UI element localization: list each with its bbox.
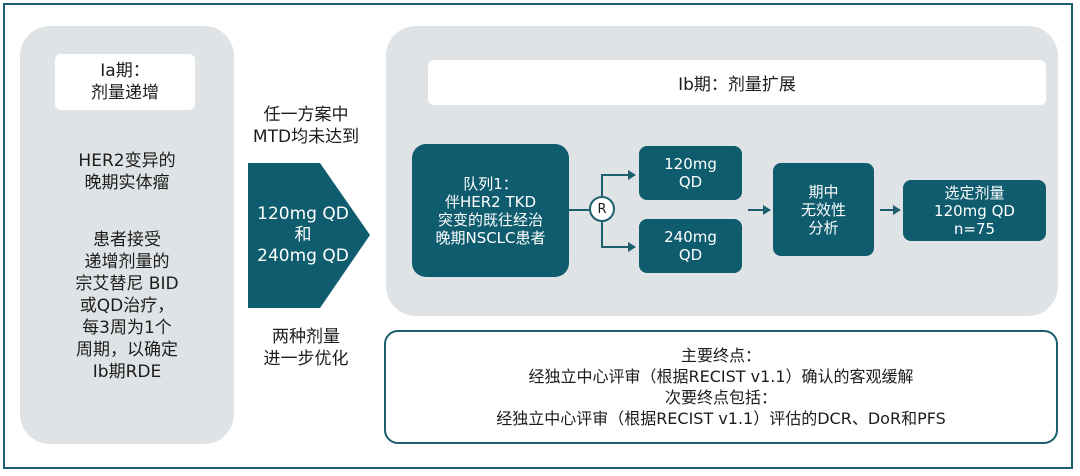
primary-endpoint-text: 经独立中心评审（根据RECIST v1.1）确认的客观缓解: [528, 367, 914, 386]
selected-line: 选定剂量: [944, 183, 1005, 202]
branch-arm2-line: [601, 246, 629, 248]
treatment-line: 患者接受: [93, 230, 161, 250]
randomize-circle: R: [589, 196, 615, 222]
transition-top-line: MTD均未达到: [252, 127, 360, 147]
cohort-line: 突变的既往经治: [437, 210, 543, 229]
arrowhead-selected: [893, 204, 901, 215]
treatment-line: 宗艾替尼 BID: [75, 274, 179, 294]
cohort-box: 队列1： 伴HER2 TKD 突变的既往经治 晚期NSCLC患者: [412, 144, 569, 277]
arrowhead-arm1: [628, 169, 636, 180]
population-line: 晚期实体瘤: [84, 173, 170, 193]
secondary-endpoint-text: 经独立中心评审（根据RECIST v1.1）评估的DCR、DoR和PFS: [496, 409, 946, 428]
phase-ia-title-box: Ia期： 剂量递增: [55, 54, 195, 110]
interim-analysis-box: 期中 无效性 分析: [773, 163, 874, 256]
interim-line: 期中: [808, 182, 839, 201]
treatment-line: 周期，以确定: [76, 340, 178, 360]
transition-top-line: 任一方案中: [263, 105, 349, 125]
phase-ia-title-line: 剂量递增: [91, 83, 159, 103]
arm2-line: QD: [678, 246, 703, 264]
arm2-line: 240mg: [664, 228, 717, 246]
transition-bottom-line: 进一步优化: [263, 349, 349, 369]
dose-arrow-line: 240mg QD: [257, 246, 349, 266]
dose-arrow-shape: [248, 163, 370, 308]
diagram-frame: [3, 3, 1073, 469]
endpoints-box: 主要终点： 经独立中心评审（根据RECIST v1.1）确认的客观缓解 次要终点…: [384, 330, 1058, 444]
transition-top-text: 任一方案中 MTD均未达到: [236, 104, 376, 148]
dose-arrow-line: 和: [294, 225, 312, 245]
arm-240mg-box: 240mg QD: [639, 219, 742, 273]
arm1-line: QD: [678, 173, 703, 191]
cohort-line: 晚期NSCLC患者: [435, 228, 546, 247]
treatment-line: Ib期RDE: [92, 362, 162, 382]
transition-bottom-line: 两种剂量: [272, 327, 340, 347]
phase-ia-title-line: Ia期：: [100, 61, 150, 81]
cohort-line: 队列1：: [463, 174, 518, 193]
arm1-line: 120mg: [664, 155, 717, 173]
arrowhead-interim: [763, 204, 771, 215]
cohort-line: 伴HER2 TKD: [444, 192, 537, 211]
phase-ia-treatment: 患者接受 递增剂量的 宗艾替尼 BID 或QD治疗， 每3周为1个 周期，以确定…: [20, 229, 234, 383]
selected-line: n=75: [953, 219, 996, 238]
branch-down-line: [601, 222, 603, 247]
selected-dose-box: 选定剂量 120mg QD n=75: [903, 180, 1046, 241]
connector-interim-selected: [880, 209, 894, 211]
arrowhead-arm2: [628, 241, 636, 252]
dose-arrow-text: 120mg QD 和 240mg QD: [248, 204, 358, 267]
treatment-line: 每3周为1个: [82, 318, 172, 338]
phase-ia-population: HER2变异的 晚期实体瘤: [20, 150, 234, 194]
dose-arrow-line: 120mg QD: [257, 204, 349, 224]
connector-arms-interim: [748, 209, 764, 211]
phase-ib-title-box: Ib期：剂量扩展: [428, 60, 1046, 105]
secondary-endpoint-title: 次要终点包括：: [664, 388, 777, 407]
interim-line: 无效性: [800, 200, 846, 219]
transition-bottom-text: 两种剂量 进一步优化: [236, 326, 376, 370]
treatment-line: 或QD治疗，: [79, 296, 175, 316]
selected-line: 120mg QD: [934, 201, 1015, 220]
population-line: HER2变异的: [78, 151, 176, 171]
phase-ib-title: Ib期：剂量扩展: [678, 75, 796, 95]
interim-line: 分析: [808, 218, 839, 237]
primary-endpoint-title: 主要终点：: [680, 346, 761, 365]
arm-120mg-box: 120mg QD: [639, 146, 742, 200]
connector-cohort-r: [569, 209, 589, 211]
branch-up-line: [601, 174, 603, 196]
treatment-line: 递增剂量的: [84, 252, 170, 272]
branch-arm1-line: [601, 174, 629, 176]
